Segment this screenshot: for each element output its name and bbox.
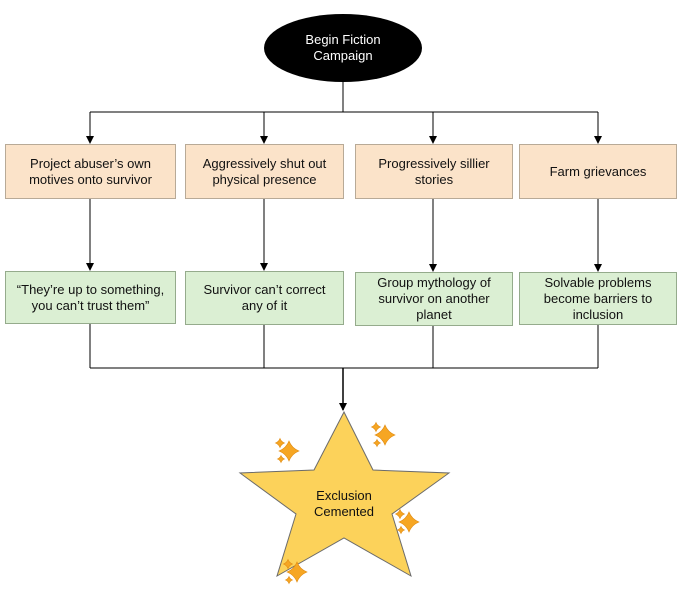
start-node-label: Begin Fiction Campaign <box>305 32 381 63</box>
tactic-box-sillier-stories: Progressively sillier stories <box>355 144 513 199</box>
effect-label: Survivor can’t correct any of it <box>203 282 326 313</box>
outcome-label: Exclusion Cemented <box>314 488 374 519</box>
sparkles-icon <box>274 437 300 464</box>
effect-box-cant-trust: “They’re up to something, you can’t trus… <box>5 271 176 324</box>
tactic-label: Farm grievances <box>549 163 647 179</box>
effect-label: “They’re up to something, you can’t trus… <box>16 281 165 313</box>
tactic-box-project-motives: Project abuser’s own motives onto surviv… <box>5 144 176 199</box>
effect-box-barriers: Solvable problems become barriers to inc… <box>519 272 677 325</box>
tactic-label: Progressively sillier stories <box>378 155 490 187</box>
start-node: Begin Fiction Campaign <box>264 14 422 82</box>
tactic-box-farm-grievances: Farm grievances <box>519 144 677 199</box>
effect-label: Solvable problems become barriers to inc… <box>543 274 653 322</box>
sparkles-icon <box>370 421 396 448</box>
outcome-star-shape <box>238 410 451 578</box>
tactic-label: Project abuser’s own motives onto surviv… <box>29 155 152 187</box>
sparkles-icon <box>282 558 308 585</box>
sparkles-icon <box>394 508 420 535</box>
tactic-label: Aggressively shut out physical presence <box>202 155 327 187</box>
effect-box-cant-correct: Survivor can’t correct any of it <box>185 271 344 325</box>
tactic-box-shut-out-presence: Aggressively shut out physical presence <box>185 144 344 199</box>
effect-box-group-mythology: Group mythology of survivor on another p… <box>355 272 513 326</box>
effect-label: Group mythology of survivor on another p… <box>377 275 491 322</box>
